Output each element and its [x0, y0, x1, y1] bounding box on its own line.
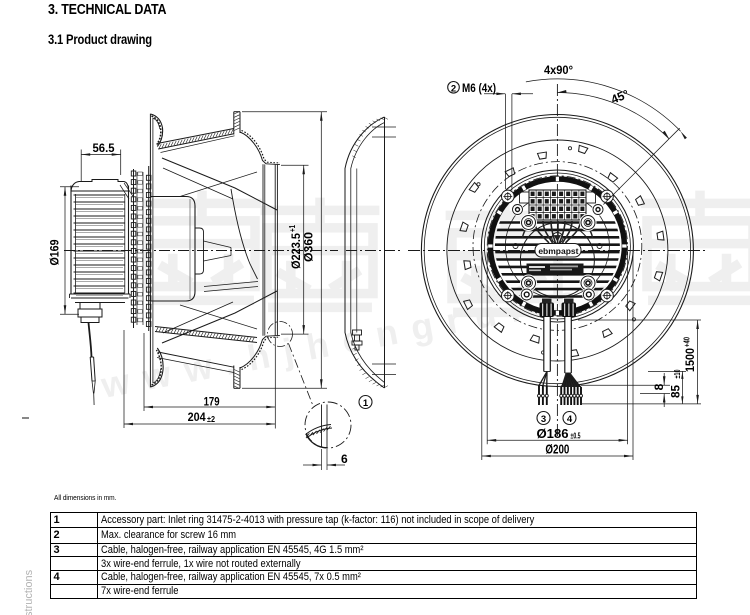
svg-text:3: 3: [541, 414, 546, 425]
svg-text:Ø200: Ø200: [545, 443, 569, 457]
svg-text:±10: ±10: [673, 369, 682, 378]
svg-text:179: 179: [204, 395, 220, 409]
svg-text:±2: ±2: [207, 415, 215, 424]
svg-text:Ø169: Ø169: [48, 239, 62, 265]
svg-text:1: 1: [363, 398, 369, 409]
svg-text:+1: +1: [288, 225, 297, 232]
svg-text:85: 85: [669, 385, 683, 398]
svg-text:±0.5: ±0.5: [571, 432, 581, 441]
svg-text:+40: +40: [683, 337, 692, 347]
svg-text:Ø223.5: Ø223.5: [289, 233, 303, 269]
svg-text:Ø360: Ø360: [302, 232, 316, 262]
svg-text:structions: structions: [23, 569, 35, 615]
svg-text:1500: 1500: [683, 348, 697, 372]
svg-text:204: 204: [188, 410, 206, 424]
svg-text:8: 8: [652, 383, 666, 390]
svg-text:M6 (4x): M6 (4x): [462, 81, 496, 95]
svg-text:45°: 45°: [609, 87, 631, 107]
svg-text:56.5: 56.5: [93, 141, 115, 155]
svg-text:6: 6: [341, 452, 348, 466]
svg-text:Ø186: Ø186: [537, 427, 569, 441]
svg-text:4: 4: [567, 414, 573, 425]
svg-text:2: 2: [451, 83, 456, 94]
svg-text:4x90°: 4x90°: [544, 63, 573, 77]
svg-text:ebmpapst: ebmpapst: [538, 246, 578, 256]
